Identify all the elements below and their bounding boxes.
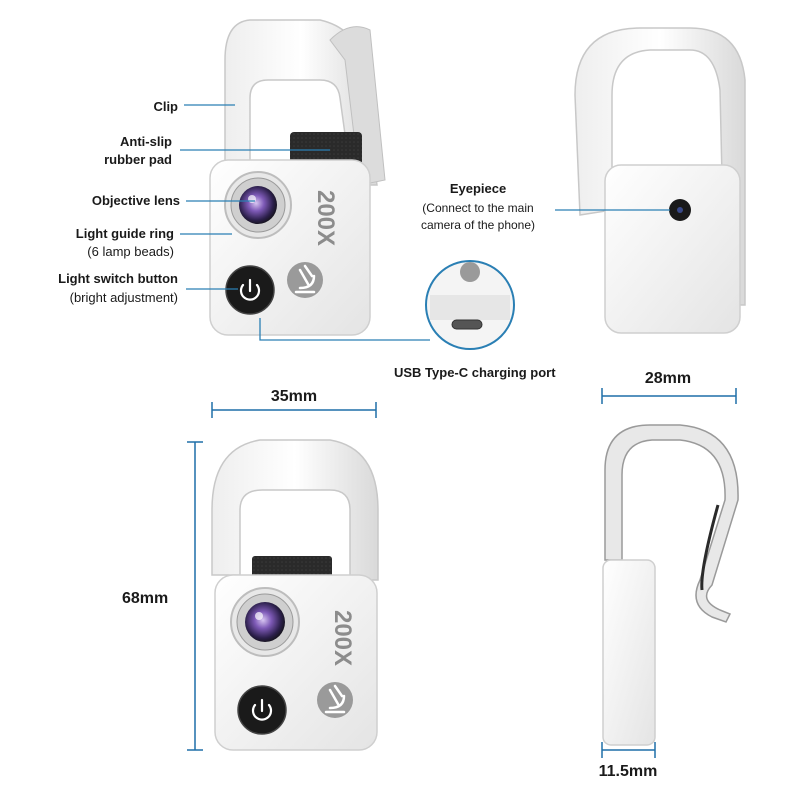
- label-antislip-line1: Anti-slip: [120, 134, 172, 149]
- magnification-text-bottom: 200X: [329, 610, 356, 666]
- usb-c-port: [451, 319, 483, 330]
- label-usb-port: USB Type-C charging port: [394, 365, 556, 380]
- dim-thickness: 11.5mm: [598, 763, 658, 780]
- side-body: [602, 559, 656, 746]
- label-antislip-line2: rubber pad: [104, 152, 172, 167]
- dimension-lines-right: [601, 388, 737, 758]
- label-light-switch-line1: Light switch button: [58, 271, 178, 286]
- power-icon: [239, 283, 261, 301]
- clip-shape-bottom: [211, 439, 379, 581]
- side-clip: [604, 424, 739, 623]
- label-eyepiece-line2: camera of the phone): [420, 218, 536, 232]
- device-side-view: [602, 424, 739, 746]
- usb-port-zoom: [425, 260, 515, 350]
- device-front-top: [209, 19, 386, 336]
- magnification-text-top: 200X: [312, 190, 339, 246]
- label-light-guide-line1: Light guide ring: [75, 226, 174, 241]
- device-back-top: [574, 27, 746, 334]
- label-eyepiece-line1: (Connect to the main: [422, 201, 534, 215]
- label-light-guide-line2: (6 lamp beads): [87, 244, 174, 259]
- device-back-body: [604, 164, 741, 334]
- label-objective-lens: Objective lens: [91, 193, 180, 208]
- dim-height: 68mm: [122, 590, 169, 607]
- leader-lines-left: [180, 104, 430, 341]
- dim-side-depth: 28mm: [644, 370, 692, 387]
- dimension-lines-left: [187, 402, 377, 751]
- objective-lens-glass: [239, 186, 277, 224]
- label-eyepiece: Eyepiece: [449, 181, 507, 196]
- objective-lens-glass-bottom: [245, 602, 285, 642]
- label-clip: Clip: [153, 99, 178, 114]
- label-light-switch-line2: (bright adjustment): [69, 290, 178, 305]
- dim-width: 35mm: [270, 388, 318, 405]
- device-front-bottom: [211, 439, 379, 751]
